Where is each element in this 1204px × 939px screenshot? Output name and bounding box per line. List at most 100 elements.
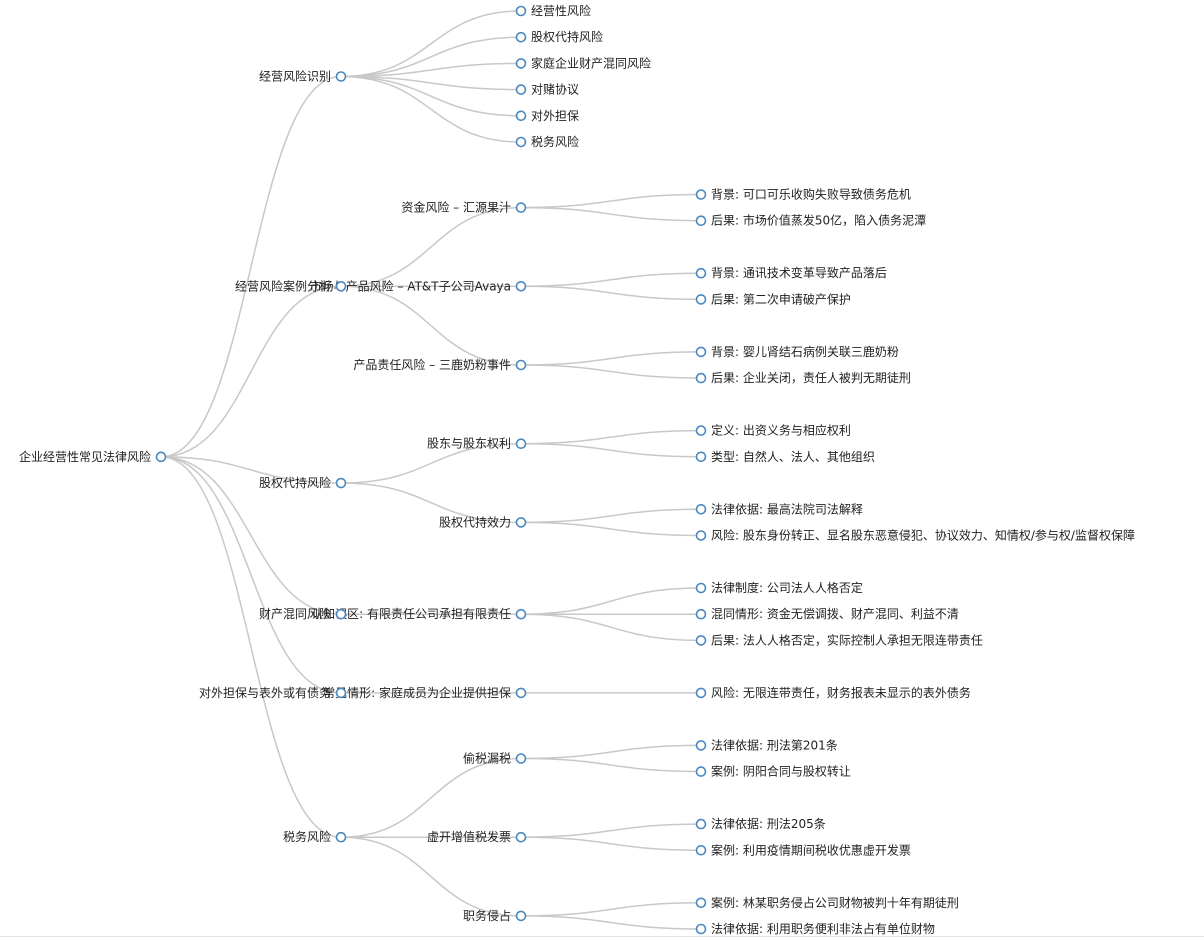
leaf-node[interactable]: 背景: 可口可乐收购失败导致债务危机: [695, 187, 911, 202]
branch-node[interactable]: 市场与产品风险 – AT&T子公司Avaya: [310, 278, 527, 293]
node-circle[interactable]: [695, 346, 707, 358]
node-circle[interactable]: [695, 215, 707, 226]
node-circle[interactable]: [695, 766, 707, 777]
node-circle[interactable]: [695, 503, 707, 515]
node-circle[interactable]: [695, 844, 707, 856]
leaf-node[interactable]: 定义: 出资义务与相应权利: [695, 423, 851, 438]
branch-node[interactable]: 常见情形: 家庭成员为企业提供担保: [323, 685, 527, 700]
leaf-node[interactable]: 风险: 无限连带责任，财务报表未显示的表外债务: [695, 685, 971, 700]
tree-link: [520, 429, 702, 445]
node-circle[interactable]: [695, 425, 707, 436]
leaf-node[interactable]: 法律依据: 刑法205条: [695, 816, 826, 831]
node-circle[interactable]: [515, 110, 527, 122]
branch-node[interactable]: 经营风险识别: [259, 69, 347, 84]
node-circle[interactable]: [515, 84, 527, 95]
node-circle[interactable]: [695, 451, 707, 463]
leaf-node[interactable]: 案例: 利用疫情期间税收优惠虚开发票: [695, 842, 911, 857]
node-circle[interactable]: [515, 910, 527, 922]
leaf-node[interactable]: 法律依据: 利用职务便利非法占有单位财物: [695, 921, 935, 936]
leaf-node[interactable]: 背景: 婴儿肾结石病例关联三鹿奶粉: [695, 344, 899, 359]
node-label: 虚开增值税发票: [427, 829, 511, 844]
node-circle[interactable]: [335, 477, 347, 489]
node-circle[interactable]: [695, 635, 707, 646]
node-label: 背景: 可口可乐收购失败导致债务危机: [711, 187, 911, 202]
mindmap-nodes: 经营性风险股权代持风险家庭企业财产混同风险对赌协议对外担保税务风险经营风险识别背…: [19, 3, 1135, 936]
node-label: 经营性风险: [531, 3, 591, 18]
node-circle[interactable]: [515, 58, 527, 69]
node-circle[interactable]: [515, 517, 527, 528]
branch-node[interactable]: 资金风险 – 汇源果汁: [401, 200, 527, 215]
branch-node[interactable]: 股东与股东权利: [427, 437, 527, 451]
node-circle[interactable]: [335, 831, 347, 843]
node-circle[interactable]: [515, 608, 527, 620]
node-circle[interactable]: [335, 71, 347, 82]
node-label: 对赌协议: [531, 82, 579, 97]
leaf-node[interactable]: 风险: 股东身份转正、显名股东恶意侵犯、协议效力、知情权/参与权/监督权保障: [695, 528, 1135, 543]
node-circle[interactable]: [695, 608, 707, 620]
leaf-node[interactable]: 案例: 阴阳合同与股权转让: [695, 764, 851, 779]
node-circle[interactable]: [335, 687, 347, 699]
node-circle[interactable]: [695, 687, 707, 699]
node-circle[interactable]: [515, 687, 527, 699]
branch-node[interactable]: 认知误区: 有限责任公司承担有限责任: [311, 607, 527, 621]
node-circle[interactable]: [695, 267, 707, 279]
branch-node[interactable]: 产品责任风险 – 三鹿奶粉事件: [353, 357, 527, 372]
node-circle[interactable]: [515, 202, 527, 213]
branch-node[interactable]: 财产混同风险: [259, 606, 347, 621]
node-circle[interactable]: [695, 818, 707, 830]
leaf-node[interactable]: 对赌协议: [515, 82, 580, 97]
branch-node[interactable]: 企业经营性常见法律风险: [19, 449, 167, 464]
branch-node[interactable]: 股权代持风险: [259, 475, 347, 490]
node-circle[interactable]: [695, 582, 707, 594]
branch-node[interactable]: 税务风险: [283, 829, 347, 844]
leaf-node[interactable]: 后果: 企业关闭，责任人被判无期徒刑: [695, 370, 911, 385]
leaf-node[interactable]: 后果: 第二次申请破产保护: [695, 291, 851, 306]
leaf-node[interactable]: 案例: 林某职务侵占公司财物被判十年有期徒刑: [695, 895, 959, 910]
branch-node[interactable]: 职务侵占: [463, 908, 527, 923]
node-label: 风险: 无限连带责任，财务报表未显示的表外债务: [711, 685, 971, 700]
mindmap-links: [160, 10, 702, 930]
leaf-node[interactable]: 税务风险: [515, 134, 580, 149]
leaf-node[interactable]: 背景: 通讯技术变革导致产品落后: [695, 265, 887, 280]
leaf-node[interactable]: 混同情形: 资金无偿调拨、财产混同、利益不清: [695, 606, 959, 621]
node-circle[interactable]: [155, 451, 167, 463]
node-circle[interactable]: [515, 280, 527, 292]
leaf-node[interactable]: 法律制度: 公司法人人格否定: [695, 580, 863, 595]
node-circle[interactable]: [695, 372, 707, 384]
node-circle[interactable]: [695, 530, 707, 541]
branch-node[interactable]: 虚开增值税发票: [427, 829, 527, 844]
leaf-node[interactable]: 经营性风险: [515, 3, 592, 18]
tree-link: [340, 757, 522, 838]
leaf-node[interactable]: 类型: 自然人、法人、其他组织: [695, 449, 875, 464]
branch-node[interactable]: 对外担保与表外或有债务: [199, 685, 347, 700]
node-circle[interactable]: [515, 359, 527, 371]
branch-node[interactable]: 股权代持效力: [439, 514, 527, 529]
leaf-node[interactable]: 对外担保: [515, 109, 580, 123]
branch-node[interactable]: 偷税漏税: [463, 751, 527, 766]
branch-node[interactable]: 经营风险案例分析: [235, 278, 347, 293]
node-circle[interactable]: [695, 897, 707, 909]
leaf-node[interactable]: 家庭企业财产混同风险: [515, 55, 652, 70]
node-label: 后果: 第二次申请破产保护: [711, 291, 851, 306]
leaf-node[interactable]: 后果: 市场价值蒸发50亿，陷入债务泥潭: [695, 213, 927, 228]
leaf-node[interactable]: 后果: 法人人格否定，实际控制人承担无限连带责任: [695, 632, 983, 647]
tree-link: [340, 36, 522, 78]
node-circle[interactable]: [515, 31, 527, 43]
tree-link: [340, 75, 522, 91]
node-circle[interactable]: [695, 189, 707, 200]
node-circle[interactable]: [695, 740, 707, 751]
node-circle[interactable]: [695, 294, 707, 305]
node-label: 法律制度: 公司法人人格否定: [711, 580, 863, 595]
node-label: 背景: 通讯技术变革导致产品落后: [711, 265, 887, 280]
leaf-node[interactable]: 法律依据: 最高法院司法解释: [695, 501, 863, 516]
node-circle[interactable]: [335, 608, 347, 620]
node-circle[interactable]: [695, 923, 707, 935]
leaf-node[interactable]: 法律依据: 刑法第201条: [695, 737, 838, 752]
node-circle[interactable]: [335, 280, 347, 292]
node-circle[interactable]: [515, 5, 527, 17]
node-circle[interactable]: [515, 831, 527, 843]
node-circle[interactable]: [515, 438, 527, 450]
node-circle[interactable]: [515, 136, 527, 148]
leaf-node[interactable]: 股权代持风险: [515, 29, 604, 44]
node-circle[interactable]: [515, 753, 527, 764]
